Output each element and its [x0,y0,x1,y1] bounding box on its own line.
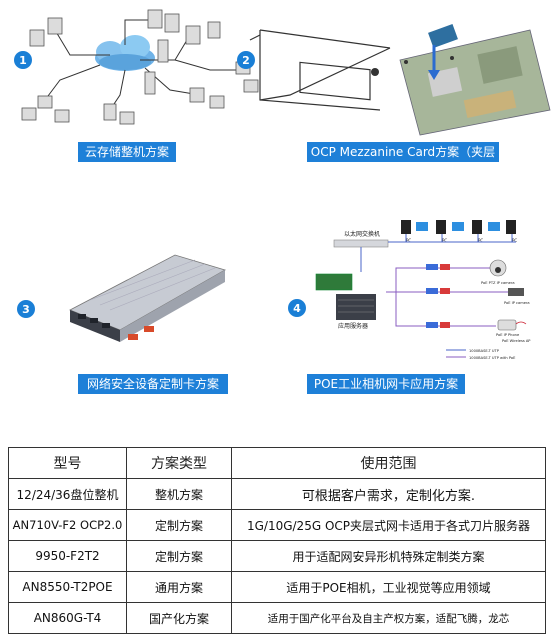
cell-type: 整机方案 [126,478,232,510]
table-row: AN8550-T2POE 通用方案 适用于POE相机，工业视觉等应用领域 [8,571,546,603]
legend-1: 1000BASE-T UTP [469,349,500,353]
panel-1-caption: 云存储整机方案 [78,142,176,162]
cell-scope: 1G/10G/25G OCP夹层式网卡适用于各式刀片服务器 [231,509,546,541]
panel-3-caption: 网络安全设备定制卡方案 [78,374,228,394]
cell-scope: 适用于国产化平台及自主产权方案，适配飞腾，龙芯 [231,602,546,634]
cell-model: 9950-F2T2 [8,540,127,572]
cell-type: 国产化方案 [126,602,232,634]
phone-label: PoE IP Phone [496,333,520,337]
pc-label-4: PC [512,238,517,243]
cloud-icon [95,35,155,71]
table-row: 12/24/36盘位整机 整机方案 可根据客户需求，定制化方案. [8,478,546,510]
table-row: 9950-F2T2 定制方案 用于适配网安异形机特殊定制类方案 [8,540,546,572]
panel-3: 3 网络安全设备定制卡方案 [0,230,276,400]
pc-label-1: PC [406,238,411,243]
camera-label: PoE PTZ IP camera [481,281,515,285]
switch-label: 以太网交换机 [344,230,380,238]
panel-4-caption: POE工业相机网卡应用方案 [307,374,465,394]
panel-2-number: 2 [237,51,255,69]
table-row: AN860G-T4 国产化方案 适用于国产化平台及自主产权方案，适配飞腾，龙芯 [8,602,546,634]
server-label: 应用服务器 [338,322,368,330]
cell-model: AN8550-T2POE [8,571,127,603]
pc-label-3: PC [478,238,483,243]
cell-model: 12/24/36盘位整机 [8,478,127,510]
panel-4: 以太网交换机 PC PC PC PC [276,212,552,402]
panel-4-number: 4 [288,299,306,317]
cell-scope: 可根据客户需求，定制化方案. [231,478,546,510]
cell-model: AN710V-F2 OCP2.0 [8,509,127,541]
ap-label: PoE Wireless AP [502,339,531,343]
cell-scope: 用于适配网安异形机特殊定制类方案 [231,540,546,572]
camera2-label: PoE IP camera [504,301,530,305]
header-model: 型号 [8,447,127,479]
panel-1: 1 云存储整机方案 [0,0,276,170]
cell-model: AN860G-T4 [8,602,127,634]
panel-1-number: 1 [14,51,32,69]
legend-2: 1000BASE-T UTP with PoE [469,356,516,360]
ocp-card-illustration [249,24,551,136]
header-scope: 使用范围 [231,447,546,479]
table-header-row: 型号 方案类型 使用范围 [8,447,546,479]
panel-3-number: 3 [17,300,35,318]
cell-type: 定制方案 [126,540,232,572]
panel-2: 2 OCP Mezzanine Card方案（夹层卡） [230,0,552,179]
solution-table: 型号 方案类型 使用范围 12/24/36盘位整机 整机方案 可根据客户需求，定… [8,447,546,634]
poe-topology-diagram: 以太网交换机 PC PC PC PC [315,220,531,360]
panel-2-caption: OCP Mezzanine Card方案（夹层卡） [307,142,499,179]
header-type: 方案类型 [126,447,232,479]
rack-server-illustration [69,254,227,342]
cell-type: 通用方案 [126,571,232,603]
cell-scope: 适用于POE相机，工业视觉等应用领域 [231,571,546,603]
table-row: AN710V-F2 OCP2.0 定制方案 1G/10G/25G OCP夹层式网… [8,509,546,541]
pc-label-2: PC [442,238,447,243]
cell-type: 定制方案 [126,509,232,541]
cloud-network-illustration [21,9,259,125]
